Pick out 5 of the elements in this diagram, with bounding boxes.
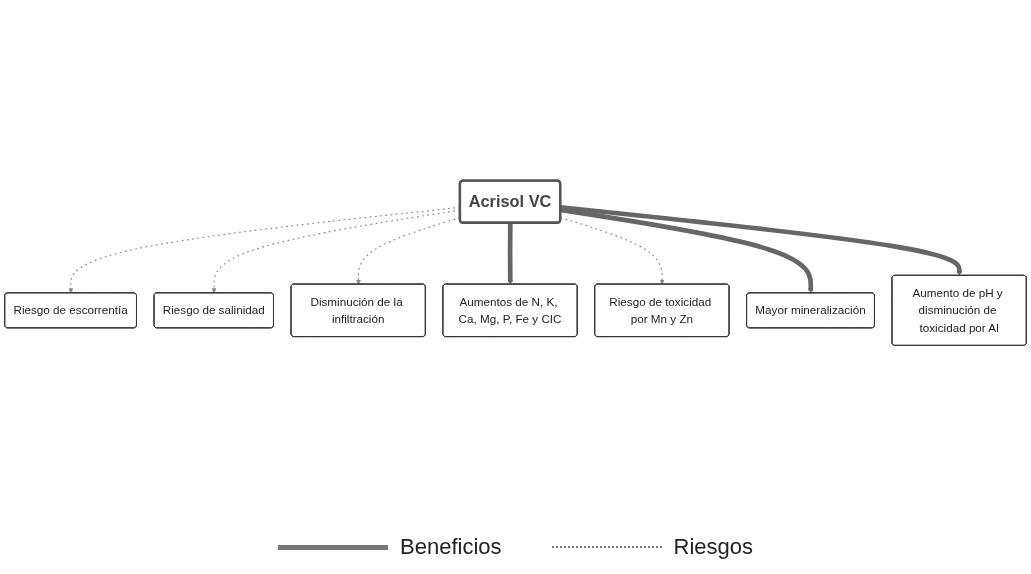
arrow [507, 222, 513, 285]
arrow [560, 204, 962, 276]
legend-label: Beneficios [400, 534, 502, 560]
legend-label: Riesgos [673, 534, 753, 560]
arrow [560, 207, 814, 294]
